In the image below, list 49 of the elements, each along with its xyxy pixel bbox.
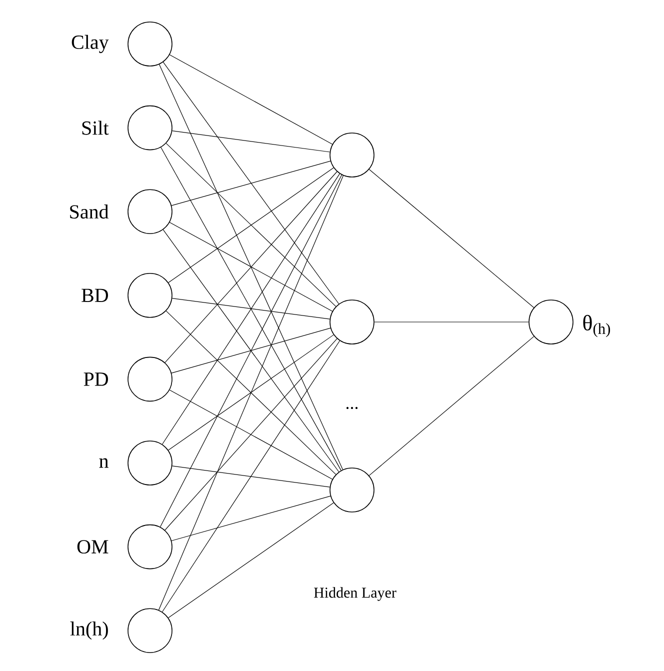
connection-line (162, 340, 340, 612)
connection-line (160, 147, 342, 471)
input-label: OM (77, 540, 108, 554)
connection-line (166, 143, 336, 307)
connection-line (169, 54, 333, 144)
connection-line (169, 390, 333, 480)
neuron-circle (330, 300, 374, 344)
neuron-circle (128, 189, 172, 234)
connection-line (171, 496, 331, 542)
connection-line (368, 169, 534, 308)
neuron-circle (128, 440, 172, 486)
input-label: n (99, 458, 108, 468)
layer-label: ... (346, 406, 358, 410)
input-label: Clay (72, 34, 109, 54)
input-label: ln(h) (70, 622, 108, 640)
input-label: BD (82, 288, 108, 302)
neuron-circle (128, 608, 172, 653)
connection-line (171, 328, 331, 374)
connection-line (168, 167, 334, 283)
connection-line (368, 336, 534, 476)
neuron-circle (528, 300, 574, 344)
neuron-circle (330, 132, 374, 178)
connection-line (162, 173, 340, 445)
connection-line (172, 466, 330, 488)
connection-line (166, 310, 336, 475)
connection-line (164, 338, 338, 530)
neuron-circle (128, 356, 172, 402)
connection-line (158, 64, 344, 470)
neuron-circle (128, 273, 172, 318)
input-label: PD (84, 372, 108, 386)
output-label: θ$_{(h)}$ (583, 314, 610, 338)
connection-line (160, 174, 342, 528)
neuron-circle (128, 105, 172, 150)
connection-line (172, 130, 330, 152)
connection-line (169, 222, 333, 312)
input-label: Sand (70, 204, 109, 219)
connection-line (168, 502, 334, 618)
neuron-circle (128, 524, 172, 570)
neuron-circle (128, 22, 172, 66)
neuron-circle (330, 468, 374, 512)
connection-line (162, 229, 340, 472)
connection-line (164, 171, 338, 363)
connection-line (162, 62, 340, 304)
connection-line (172, 298, 330, 320)
connection-line (171, 160, 331, 206)
input-label: Silt (82, 120, 109, 135)
connection-line (168, 334, 334, 450)
connection-line (158, 175, 344, 610)
layer-label: Hidden Layer (314, 587, 396, 601)
